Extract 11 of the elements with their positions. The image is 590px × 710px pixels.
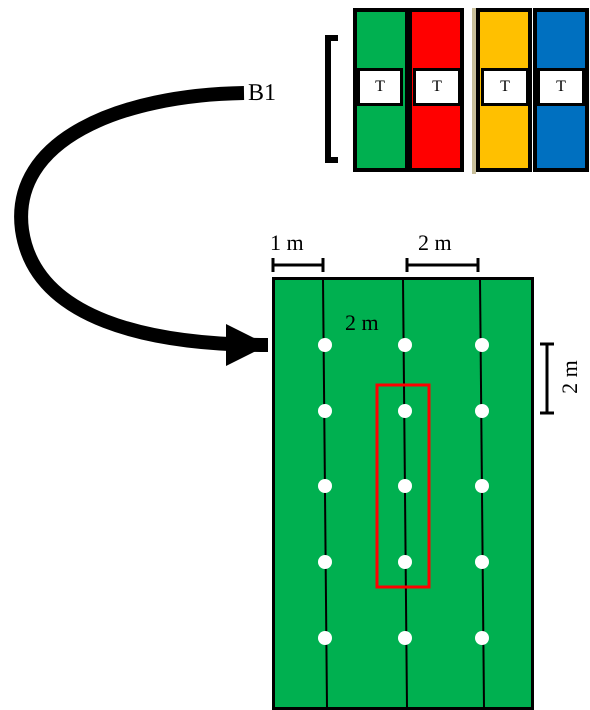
treatment-box: T — [357, 68, 403, 106]
curved-arrow — [14, 86, 268, 366]
field-plot — [272, 277, 534, 710]
treatment-box: T — [537, 68, 585, 106]
treatment-box: T — [413, 68, 461, 106]
treatment-box: T — [481, 68, 529, 106]
dimension-label: 2 m — [558, 360, 581, 394]
dimension-label: 1 m — [270, 232, 304, 254]
dimension-label: 2 m — [345, 312, 379, 334]
dimension-label: 2 m — [418, 232, 452, 254]
block-label: B1 — [248, 78, 294, 108]
